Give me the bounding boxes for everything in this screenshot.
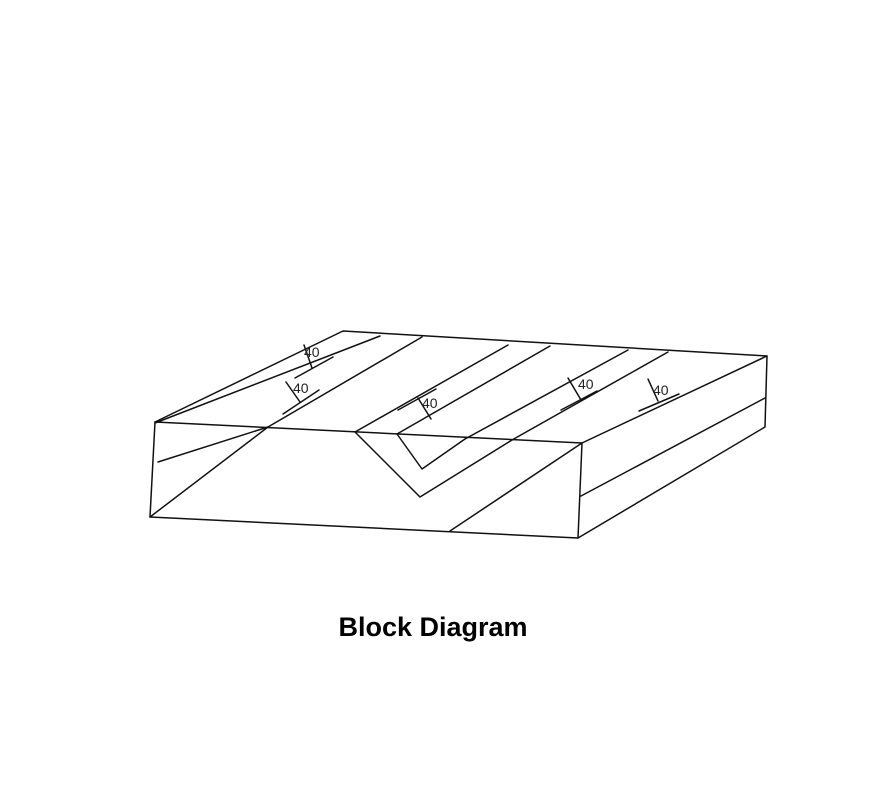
bed-trace (267, 336, 423, 428)
bed-traces-top (154, 335, 669, 441)
dip-label: 40 (578, 376, 594, 392)
strike-dip-symbol: 40 (560, 376, 598, 411)
strike-line (638, 393, 680, 412)
dip-label: 40 (422, 395, 438, 411)
bed-trace (354, 344, 509, 433)
dip-label: 40 (304, 344, 320, 360)
dip-tick (285, 381, 301, 403)
dip-label: 40 (293, 380, 309, 396)
strike-dip-symbol: 40 (397, 388, 438, 420)
block-right-face (577, 355, 768, 539)
strike-line (397, 388, 437, 411)
bed-trace-front (157, 426, 269, 463)
strike-dip-symbol: 40 (294, 344, 334, 379)
bed-trace (511, 351, 669, 441)
bed-trace (464, 349, 629, 440)
bed-traces-front (149, 426, 583, 532)
dip-label: 40 (653, 382, 669, 398)
bed-trace (154, 335, 381, 424)
dip-tick (303, 344, 313, 369)
block-front-face (149, 421, 583, 539)
v-trace-outer (354, 431, 513, 498)
bed-trace-right (580, 397, 766, 497)
dip-tick (417, 397, 432, 420)
strike-line (560, 390, 598, 411)
bed-trace (396, 345, 551, 435)
dip-tick (567, 377, 582, 401)
v-trace-inner (396, 433, 466, 470)
diagram-caption: Block Diagram (338, 612, 528, 642)
strike-line (294, 356, 334, 379)
strike-line (282, 389, 320, 415)
dip-tick (647, 378, 659, 402)
strike-dip-symbol: 40 (282, 380, 320, 415)
bed-trace-front (149, 426, 269, 518)
bed-trace-front (449, 442, 583, 532)
strike-dip-symbol: 40 (638, 378, 680, 412)
